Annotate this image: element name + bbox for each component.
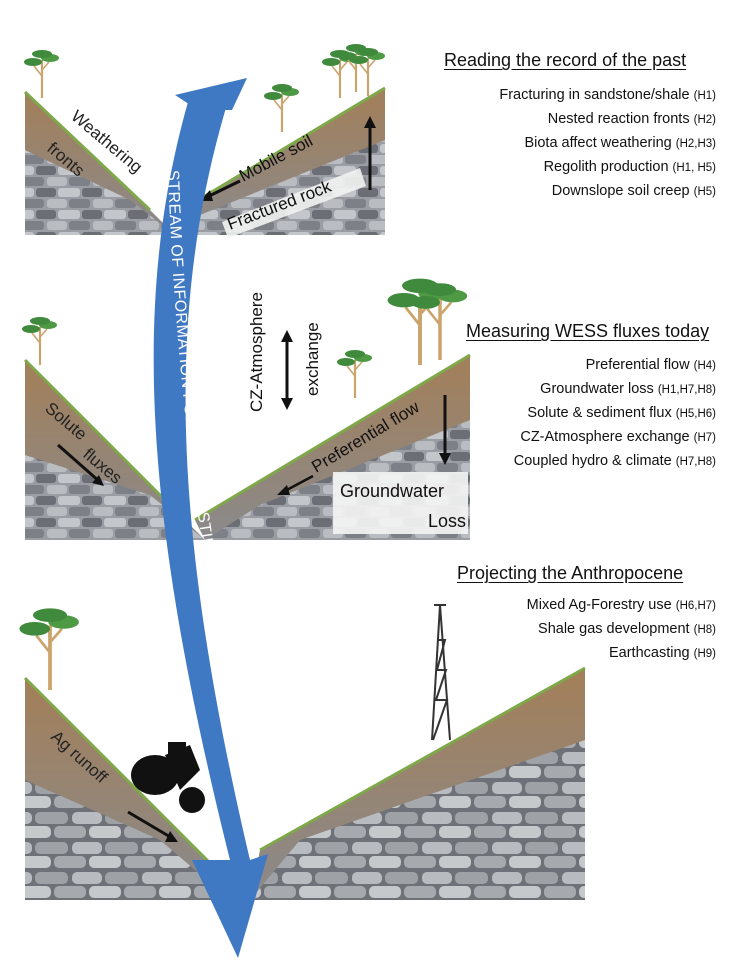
- hypothesis-item: Biota affect weathering (H2,H3): [524, 135, 716, 151]
- hypothesis-item: Preferential flow (H4): [585, 357, 716, 373]
- tractor-icon: [131, 742, 205, 813]
- label-cz-atm-2: exchange: [303, 322, 322, 396]
- hypothesis-item: Mixed Ag-Forestry use (H6,H7): [526, 597, 716, 613]
- runoff-arrow-icon: [127, 810, 173, 840]
- hypothesis-item: Earthcasting (H9): [608, 645, 716, 661]
- panel-2-landscape: CZ-Atmosphere exchange Solute fluxes Pre…: [20, 276, 471, 540]
- hypothesis-item: Fracturing in sandstone/shale (H1): [499, 87, 716, 103]
- tree-icon: [335, 348, 374, 400]
- label-groundwater-2: Loss: [428, 511, 466, 531]
- tree-icon: [262, 82, 301, 134]
- hypothesis-item: CZ-Atmosphere exchange (H7): [520, 429, 716, 445]
- drilling-rig-icon: [431, 604, 451, 741]
- hypothesis-item: Nested reaction fronts (H2): [547, 111, 716, 127]
- hypothesis-item: Regolith production (H1, H5): [543, 159, 716, 175]
- solute-arrow-icon: [57, 443, 101, 484]
- hypothesis-item: Groundwater loss (H1,H7,H8): [540, 381, 716, 397]
- tree-icon: [22, 48, 61, 100]
- label-groundwater-1: Groundwater: [340, 481, 444, 501]
- tree-icon: [20, 315, 59, 367]
- hypothesis-item: Coupled hydro & climate (H7,H8): [513, 453, 716, 469]
- hypothesis-item: Downslope soil creep (H5): [551, 183, 716, 199]
- label-cz-atm-1: CZ-Atmosphere: [247, 292, 266, 412]
- tree-icon: [17, 606, 81, 692]
- panel-2-heading: Measuring WESS fluxes today: [466, 321, 710, 341]
- panel-3-heading: Projecting the Anthropocene: [457, 563, 684, 583]
- hypothesis-item: Solute & sediment flux (H5,H6): [527, 405, 716, 421]
- hypothesis-item: Shale gas development (H8): [538, 621, 716, 637]
- panel-3-landscape: Ag runoff: [17, 604, 586, 900]
- panel-3-hypotheses: Mixed Ag-Forestry use (H6,H7) Shale gas …: [527, 594, 716, 666]
- panel-1-heading: Reading the record of the past: [444, 50, 687, 70]
- panel-2-hypotheses: Preferential flow (H4) Groundwater loss …: [514, 354, 716, 474]
- panel-1-hypotheses: Fracturing in sandstone/shale (H1) Neste…: [499, 84, 716, 204]
